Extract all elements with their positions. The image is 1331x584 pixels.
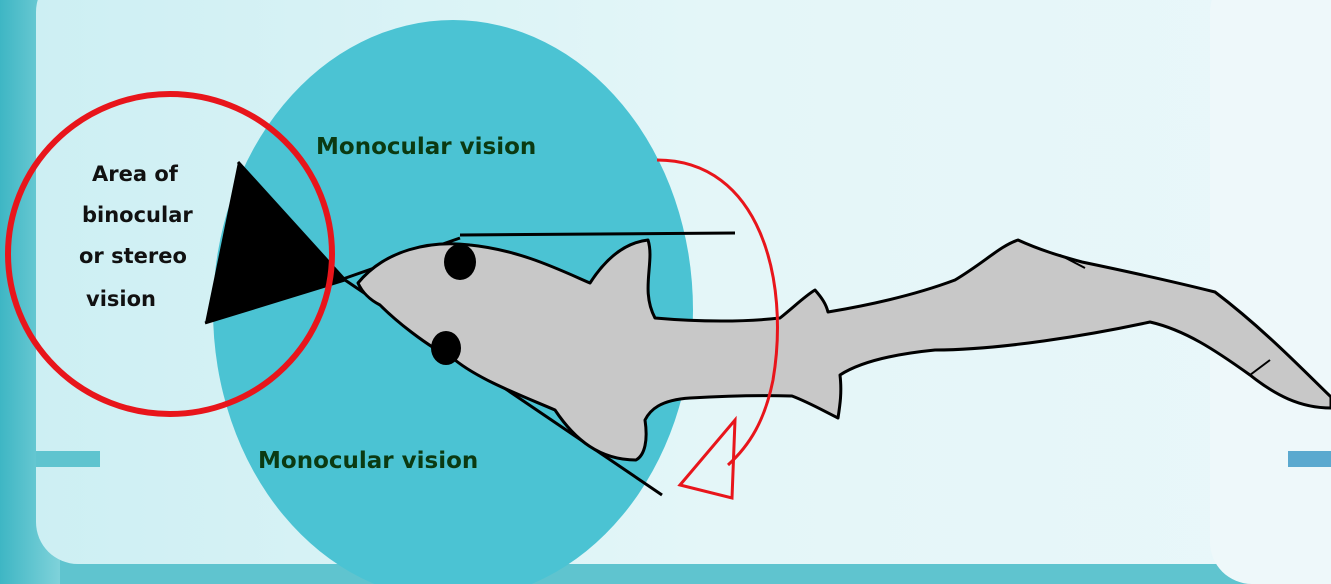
label-monocular-top: Monocular vision: [316, 134, 536, 160]
label-monocular-bottom: Monocular vision: [258, 448, 478, 474]
label-binocular-line3: or stereo: [79, 244, 187, 268]
label-binocular-line4: vision: [86, 287, 156, 311]
label-binocular-line1: Area of: [92, 162, 179, 186]
shark-eye-bottom: [431, 331, 461, 365]
shark-eye-top: [444, 244, 476, 280]
rotation-arrow-head: [680, 420, 735, 498]
vision-line-top-extension: [460, 233, 735, 235]
label-binocular-line2: binocular: [82, 203, 193, 227]
